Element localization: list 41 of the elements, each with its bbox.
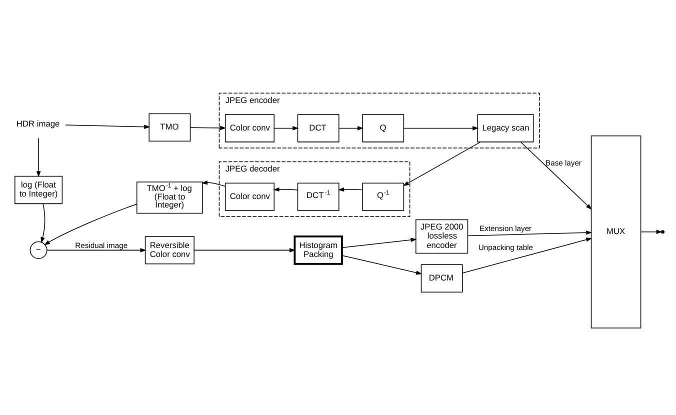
arrow: [640, 230, 662, 234]
arrow: [194, 248, 296, 252]
node-box: TMO: [148, 113, 191, 142]
node-circle: −: [30, 241, 48, 259]
arrow: [273, 187, 298, 192]
arrow: [40, 203, 46, 244]
arrow: [201, 180, 226, 187]
node-box: MUX: [590, 135, 642, 328]
node-box: DCT$^{-1}$: [297, 182, 340, 211]
arrow: [274, 126, 299, 130]
node-box: log (Float to Integer): [14, 176, 63, 204]
node-text: HDR image: [16, 118, 60, 129]
arrow: [342, 238, 417, 248]
arrow: [402, 142, 481, 186]
arrow: [338, 187, 363, 192]
edge-label: Residual image: [75, 240, 128, 250]
node-box: Legacy scan: [477, 114, 534, 142]
arrow: [46, 248, 146, 252]
arrow: [36, 138, 41, 178]
edge-label: Unpacking table: [478, 243, 533, 252]
node-box: DCT: [297, 114, 340, 142]
node-box: JPEG 2000 lossless encoder: [416, 219, 468, 254]
arrow: [468, 230, 592, 236]
edge-label: Base layer: [546, 158, 582, 168]
arrow: [403, 126, 479, 130]
node-box: Q$^{-1}$: [362, 182, 404, 211]
node-box: Reversible Color conv: [144, 236, 194, 264]
arrow: [338, 126, 364, 130]
arrow: [520, 142, 592, 210]
node-box: TMO$^{-1}$ + log (Float to Integer): [136, 182, 203, 214]
arrow: [190, 126, 226, 130]
node-box: DPCM: [420, 264, 463, 292]
node-box: Color conv: [224, 114, 274, 142]
node-box: Histogram Packing: [294, 236, 343, 265]
edge-label: Extension layer: [480, 224, 532, 234]
arrow: [44, 204, 138, 246]
arrow: [462, 238, 592, 274]
arrow: [342, 255, 422, 275]
node-box: Color conv: [224, 182, 274, 211]
node-box: Q: [362, 114, 404, 142]
arrow: [65, 124, 150, 130]
